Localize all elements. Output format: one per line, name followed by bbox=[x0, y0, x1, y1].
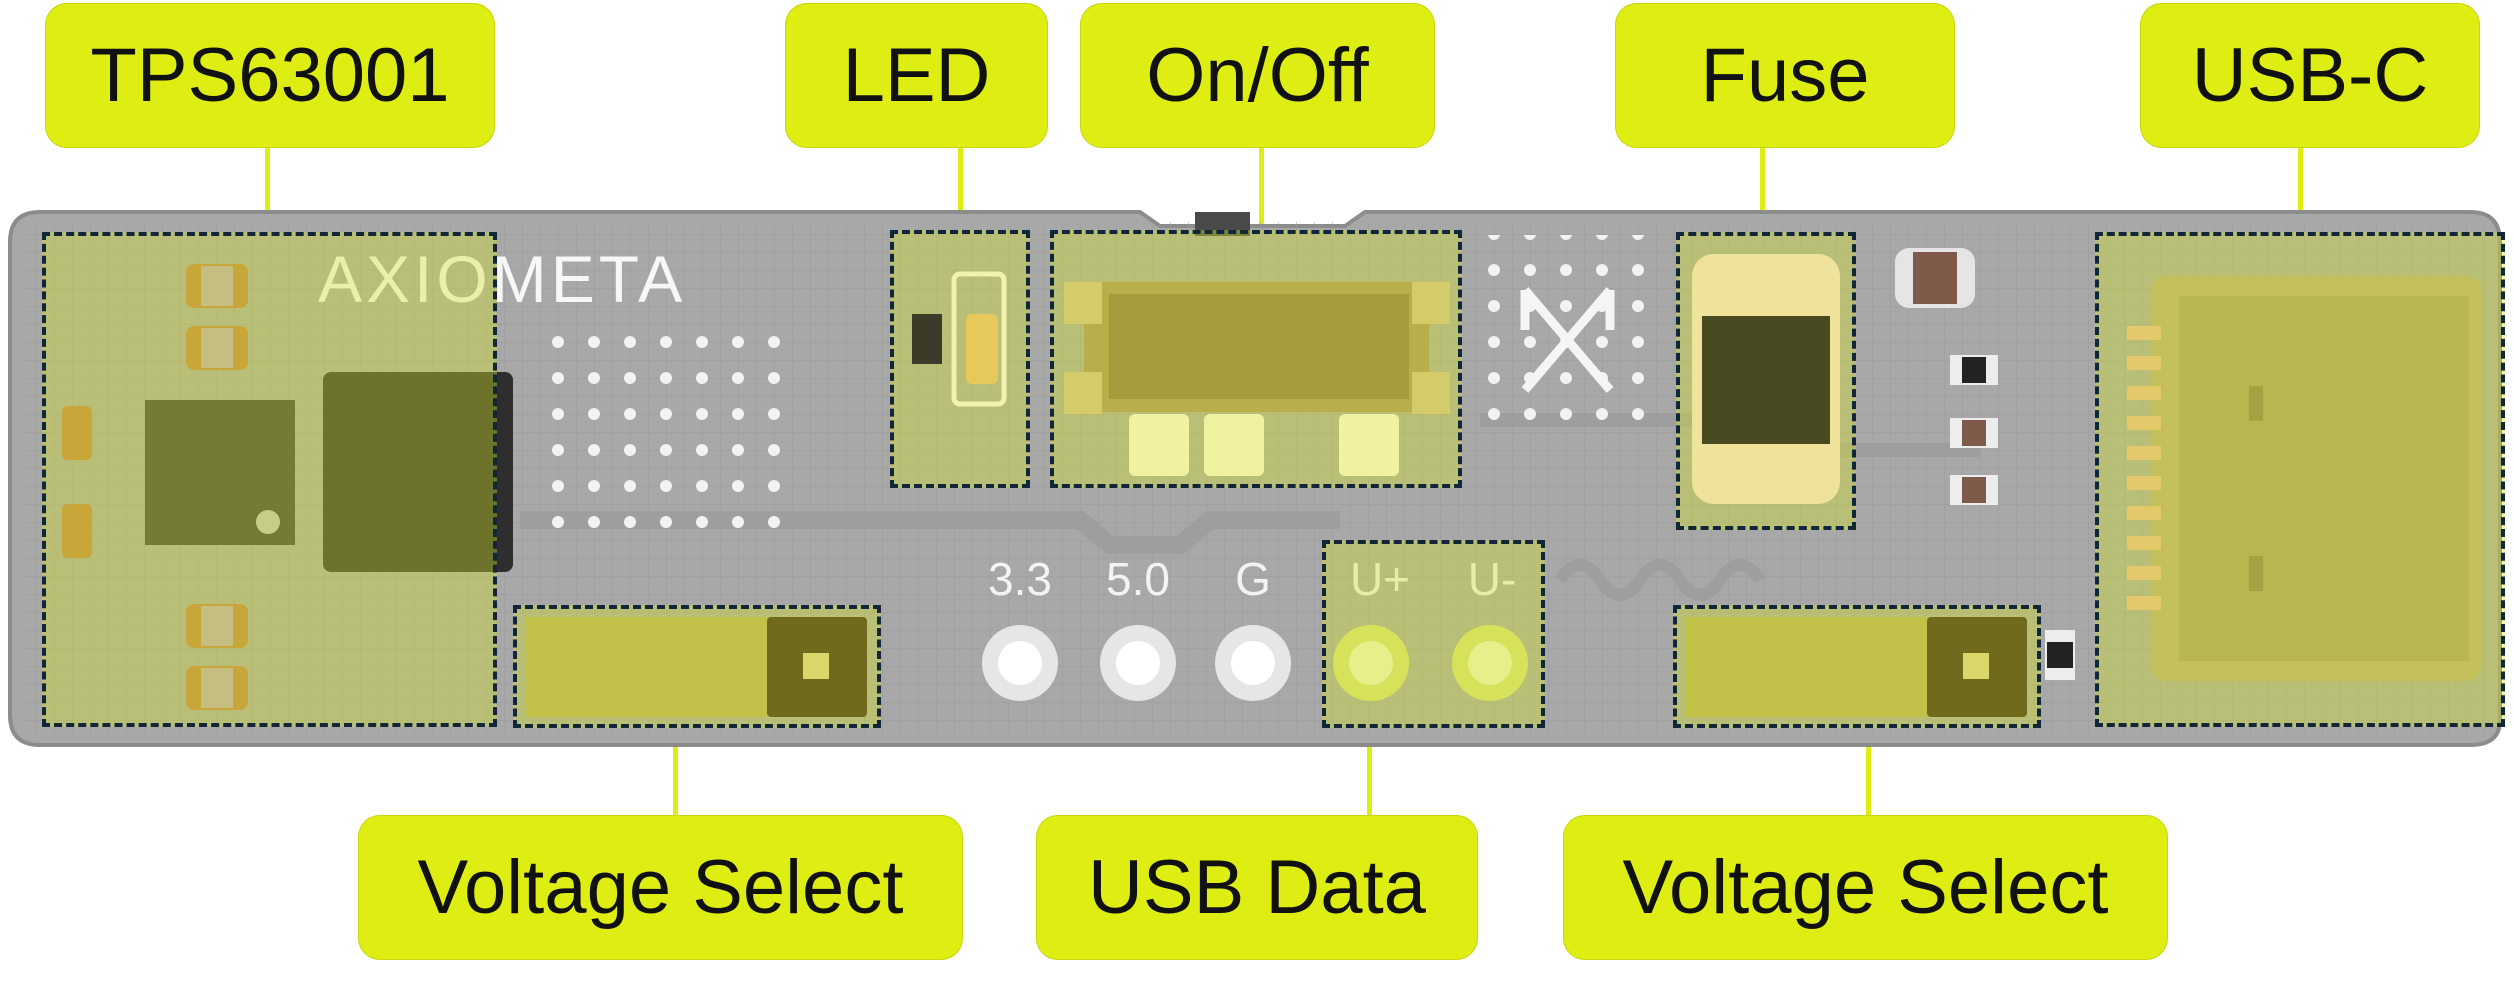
board-brand: AXIOMETA bbox=[318, 242, 686, 316]
pad-label-uplus: U+ bbox=[1350, 553, 1410, 605]
board-logo-icon bbox=[1520, 287, 1615, 393]
pad-label-uminus: U- bbox=[1468, 553, 1517, 605]
region-voltage-select-right bbox=[1673, 605, 2041, 728]
region-voltage-select-left bbox=[513, 605, 881, 728]
leader-led bbox=[958, 148, 963, 230]
pad-label-3v3: 3.3 bbox=[988, 553, 1052, 605]
callout-led: LED bbox=[785, 3, 1048, 148]
region-usb-data bbox=[1322, 540, 1545, 728]
callout-voltage-select-right: Voltage Select bbox=[1563, 815, 2168, 960]
region-usb-c bbox=[2095, 232, 2505, 727]
callout-tps63001: TPS63001 bbox=[45, 3, 495, 148]
callout-fuse: Fuse bbox=[1615, 3, 1955, 148]
pad-label-5v0: 5.0 bbox=[1106, 553, 1170, 605]
leader-usbc bbox=[2298, 148, 2303, 234]
leader-fuse bbox=[1760, 148, 1765, 234]
callout-on-off: On/Off bbox=[1080, 3, 1435, 148]
header-pads: 3.3 5.0 G U+ U- bbox=[982, 553, 1528, 701]
pad-label-gnd: G bbox=[1235, 553, 1271, 605]
region-led bbox=[890, 230, 1030, 488]
leader-vsel-right bbox=[1866, 725, 1871, 815]
leader-tps bbox=[265, 148, 270, 233]
callout-usb-c: USB-C bbox=[2140, 3, 2480, 148]
leader-usbdata bbox=[1367, 728, 1372, 815]
leader-vsel-left bbox=[673, 725, 678, 815]
region-onoff-switch bbox=[1050, 230, 1462, 488]
region-tps63001 bbox=[42, 232, 497, 727]
callout-voltage-select-left: Voltage Select bbox=[358, 815, 963, 960]
region-fuse bbox=[1676, 232, 1856, 530]
leader-onoff bbox=[1259, 148, 1264, 230]
callout-usb-data: USB Data bbox=[1036, 815, 1478, 960]
